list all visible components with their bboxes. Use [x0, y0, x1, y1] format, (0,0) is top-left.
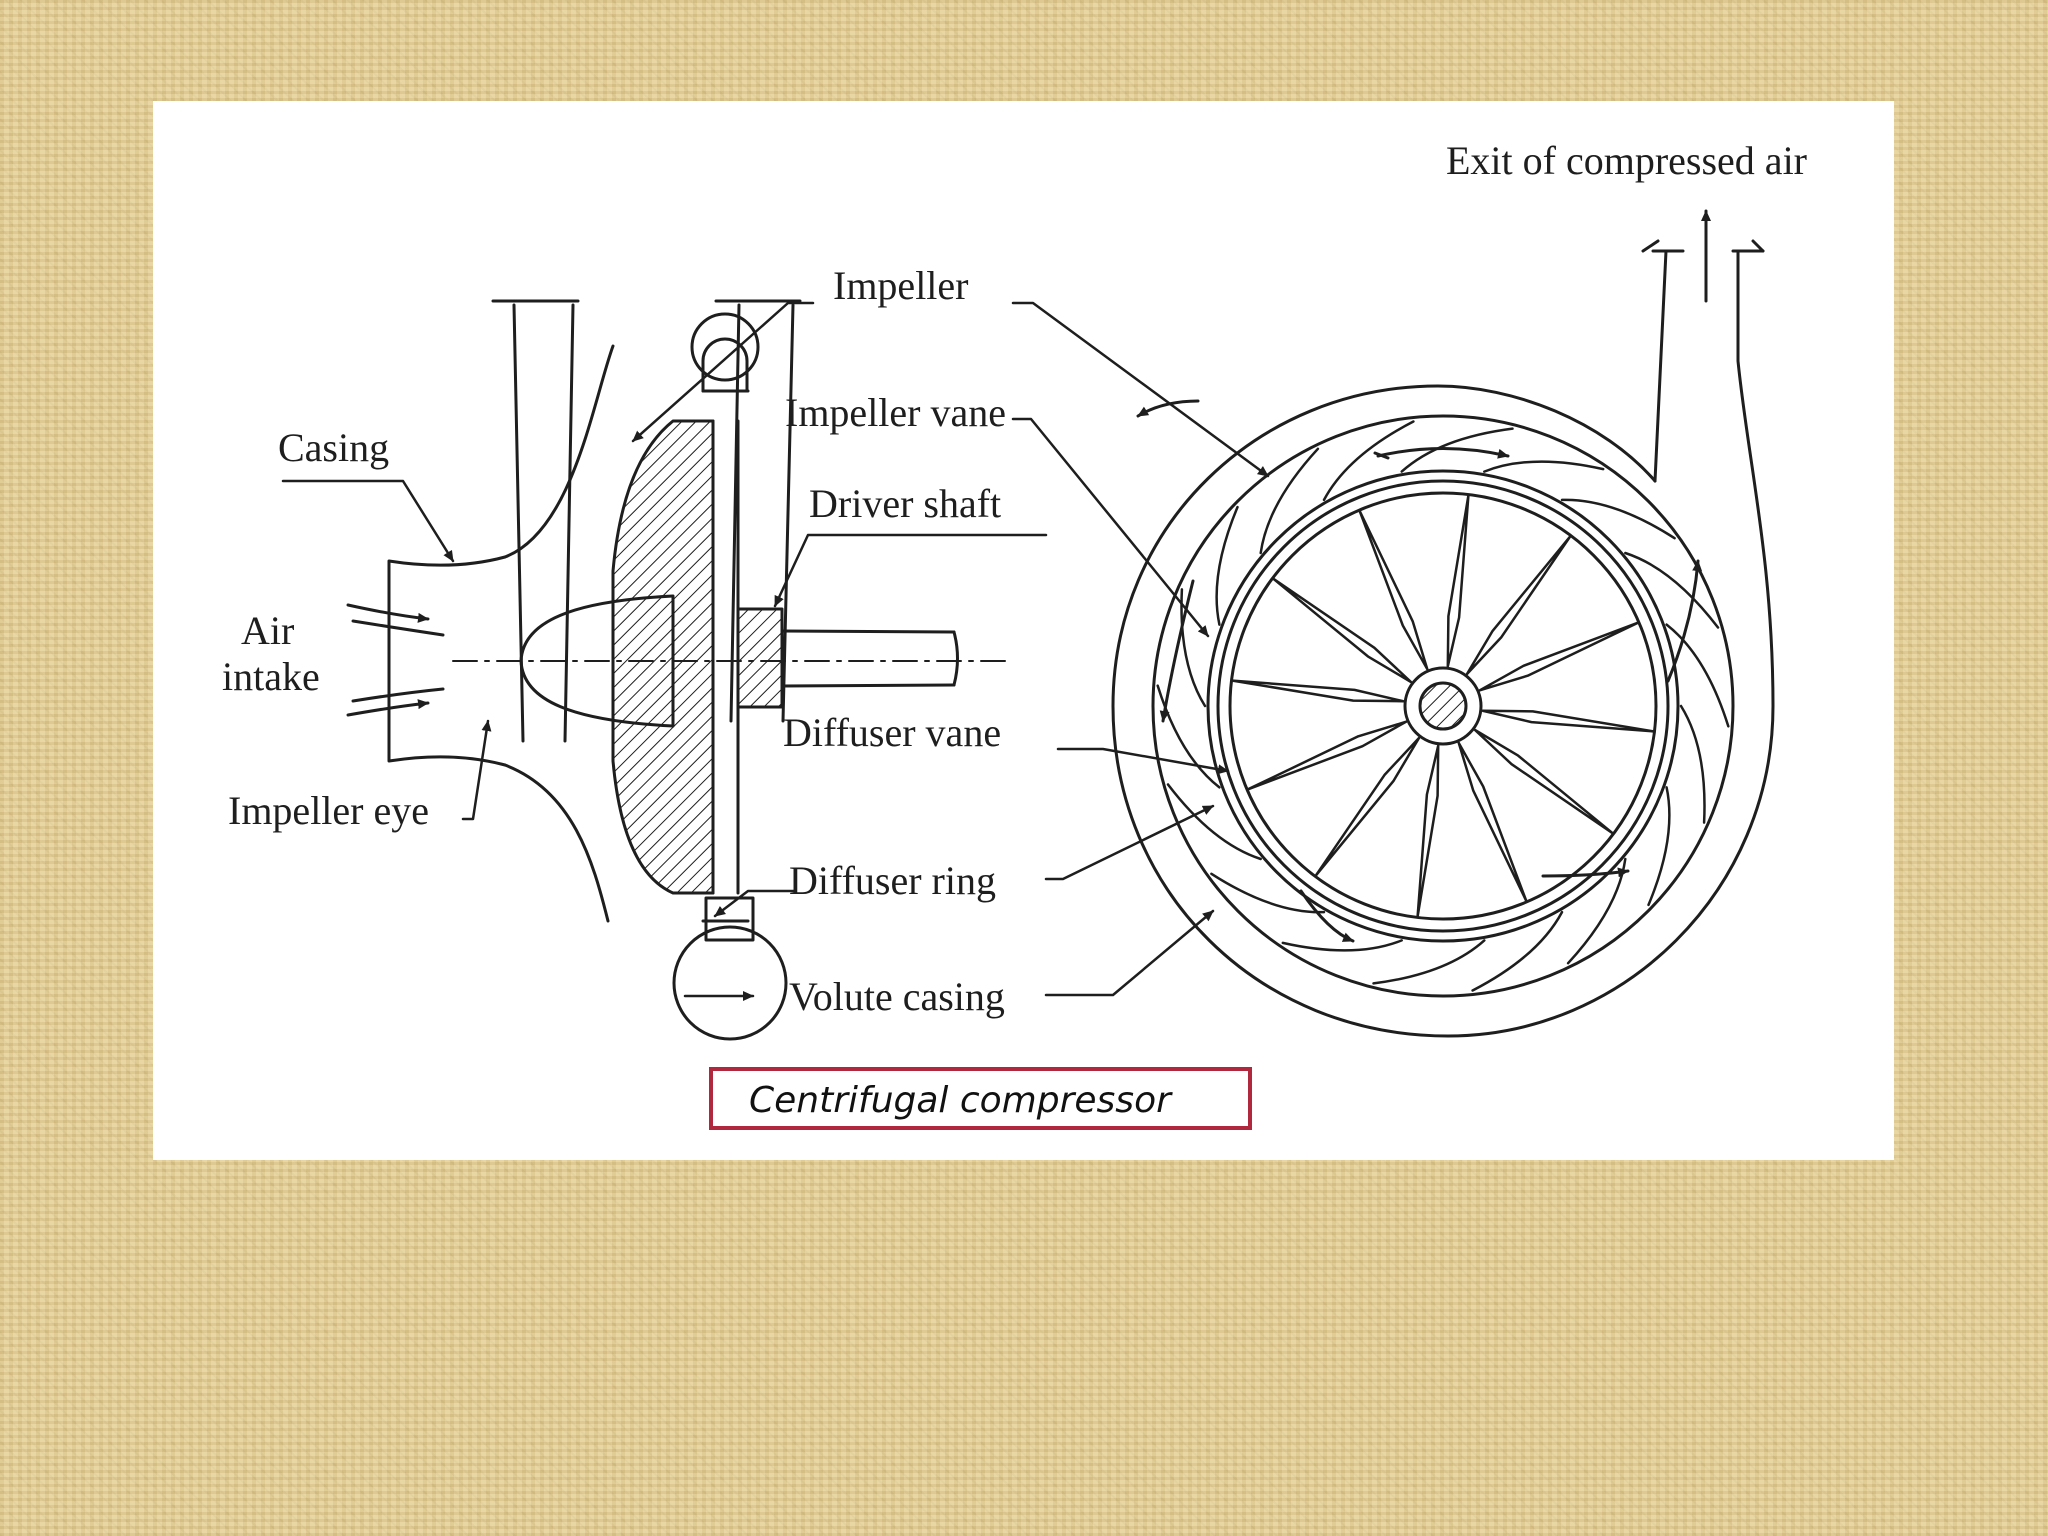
impeller-vane	[1446, 494, 1470, 668]
diffuser-vanes	[1156, 420, 1730, 992]
impeller-vane	[1272, 577, 1413, 684]
impeller-vane	[1481, 709, 1655, 733]
diffuser-vane	[1372, 939, 1486, 985]
label-air-intake-line2: intake	[222, 654, 320, 699]
diffuser-vane	[1322, 420, 1415, 502]
diffuser-vane	[1679, 704, 1706, 824]
label-driver-shaft: Driver shaft	[809, 481, 1002, 526]
caption: Centrifugal compressor	[749, 1080, 1171, 1121]
impeller-vane	[1246, 720, 1408, 791]
diffuser-vane	[1166, 783, 1262, 861]
impeller-vane	[1358, 509, 1429, 671]
label-exit-of-compressed-air: Exit of compressed air	[1446, 138, 1807, 183]
label-volute-casing: Volute casing	[789, 974, 1005, 1019]
label-diffuser-ring: Diffuser ring	[789, 858, 996, 903]
diffuser-vane	[1665, 623, 1730, 728]
diffuser-vane	[1210, 872, 1326, 914]
leader-lines	[281, 301, 1270, 1001]
diffuser-vane	[1560, 498, 1676, 540]
label-impeller-eye: Impeller eye	[228, 788, 429, 833]
diffuser-vane	[1215, 505, 1239, 626]
impeller-vane	[1457, 741, 1528, 903]
impeller-vane	[1478, 621, 1640, 692]
side-section-view	[346, 299, 1014, 1041]
front-view	[1111, 209, 1775, 1038]
impeller-disc	[611, 419, 715, 895]
caption-box: Centrifugal compressor	[709, 1067, 1252, 1130]
impeller-vane	[1314, 736, 1421, 877]
diffuser-vane	[1281, 939, 1403, 952]
diffuser-vane	[1624, 551, 1720, 629]
label-impeller: Impeller	[833, 263, 969, 308]
diagram-panel: Exit of compressed air Impeller Impeller…	[153, 101, 1894, 1160]
diffuser-vane	[1259, 447, 1320, 555]
label-casing: Casing	[278, 425, 390, 470]
label-air-intake-line1: Air	[241, 608, 295, 653]
impeller-vane	[1231, 679, 1405, 703]
intake-bell	[387, 555, 507, 767]
impeller-vane	[1473, 728, 1614, 835]
impeller-vanes	[1231, 494, 1655, 918]
volute-casing-outline	[1111, 249, 1775, 1038]
diffuser-vane	[1156, 684, 1221, 789]
diffuser-vane	[1400, 427, 1514, 473]
diffuser-vane	[1471, 910, 1564, 992]
impeller-vane	[1465, 535, 1572, 676]
driver-shaft	[780, 629, 956, 688]
casing-outline	[491, 299, 802, 743]
diffuser-vane	[1483, 460, 1605, 473]
label-impeller-vane: Impeller vane	[785, 390, 1006, 435]
diffuser-vane	[1647, 786, 1671, 907]
label-diffuser-vane: Diffuser vane	[783, 710, 1002, 755]
centrifugal-compressor-diagram	[281, 209, 1775, 1041]
impeller-vane	[1416, 744, 1440, 918]
